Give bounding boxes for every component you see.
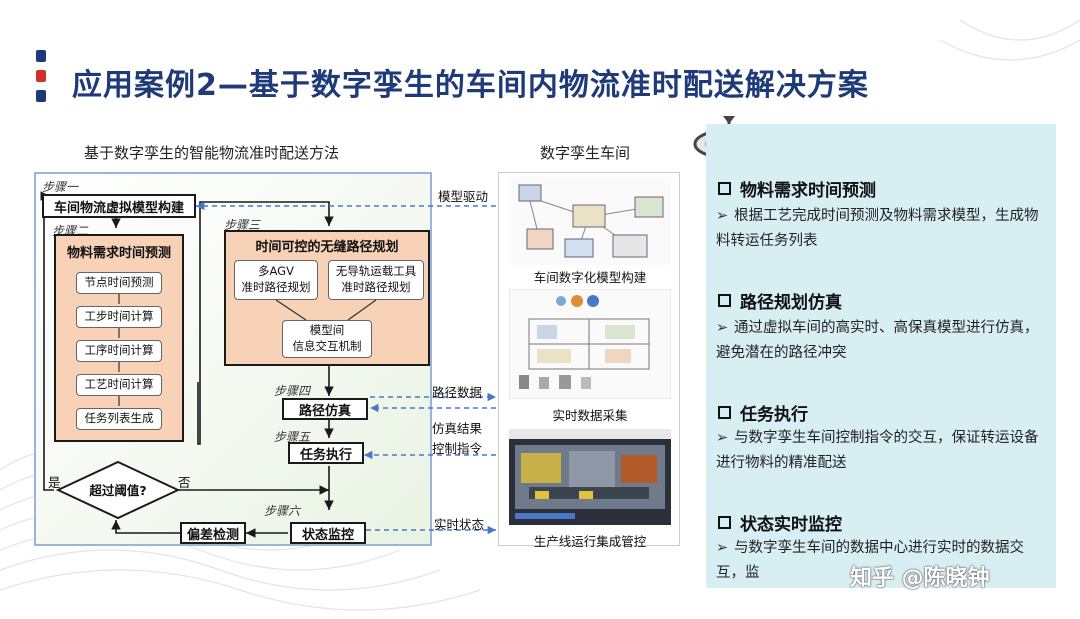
step5-label: 步骤五 <box>274 430 311 444</box>
summary-body: ➢与数字孪生车间的数据中心进行实时的数据交互，监 <box>716 536 1046 587</box>
twin-caption-2: 实时数据采集 <box>552 408 628 423</box>
summary-body: ➢通过虚拟车间的高实时、高保真模型进行仿真，避免潜在的路径冲突 <box>716 316 1046 367</box>
checkbox-square-icon <box>718 516 731 529</box>
link-control-cmd: 控制指令 <box>432 441 483 456</box>
decision-no-label: 否 <box>178 475 191 490</box>
summary-heading: 任务执行 <box>718 400 808 425</box>
step2-arrows <box>118 294 120 406</box>
decision-diamond <box>56 460 180 520</box>
step2-item: 工艺时间计算 <box>76 374 162 396</box>
twin-production-image <box>509 429 671 525</box>
twin-data-image <box>509 289 671 399</box>
step2-title: 物料需求时间预测 <box>66 246 171 261</box>
link-sim-result: 仿真结果 <box>432 421 483 436</box>
deviation-box: 偏差检测 <box>180 522 246 544</box>
left-caption: 基于数字孪生的智能物流准时配送方法 <box>84 144 340 162</box>
step2-item: 任务列表生成 <box>76 408 162 430</box>
twin-model-image <box>509 177 671 265</box>
summary-body: ➢根据工艺完成时间预测及物料需求模型，生成物料转运任务列表 <box>716 204 1046 255</box>
step6-label: 步骤六 <box>264 504 301 518</box>
checkbox-square-icon <box>718 182 731 195</box>
summary-heading: 物料需求时间预测 <box>718 176 876 201</box>
chevron-right-icon: ➢ <box>716 540 729 556</box>
link-path-data: 路径数据 <box>432 385 483 400</box>
step3-agv-box: 多AGV 准时路径规划 <box>234 260 318 300</box>
decision-text: 超过阈值? <box>89 483 147 498</box>
step2-item: 工序时间计算 <box>76 340 162 362</box>
summary-heading: 路径规划仿真 <box>718 288 842 313</box>
step4-label: 步骤四 <box>274 384 311 398</box>
right-summary-panel: 物料需求时间预测 ➢根据工艺完成时间预测及物料需求模型，生成物料转运任务列表 路… <box>706 124 1056 588</box>
flowchart-panel: 步骤一 车间物流虚拟模型构建 步骤二 物料需求时间预测 节点时间预测 工步时间计… <box>34 172 432 546</box>
step6-box: 状态监控 <box>290 522 366 544</box>
step3-title: 时间可控的无缝路径规划 <box>255 240 399 255</box>
twin-caption-3: 生产线运行集成管控 <box>533 534 647 549</box>
chevron-right-icon: ➢ <box>716 208 729 224</box>
step3-block: 时间可控的无缝路径规划 多AGV 准时路径规划 无导轨运载工具 准时路径规划 模… <box>224 230 430 366</box>
step1-box: 车间物流虚拟模型构建 <box>42 194 196 218</box>
checkbox-square-icon <box>718 294 731 307</box>
summary-body: ➢与数字孪生车间控制指令的交互，保证转运设备进行物料的精准配送 <box>716 426 1046 477</box>
step5-box: 任务执行 <box>288 442 364 464</box>
chevron-right-icon: ➢ <box>716 320 729 336</box>
link-realtime-status: 实时状态 <box>434 517 485 532</box>
digital-twin-panel: 车间数字化模型构建 实时数据采集 生产线运行集成管控 <box>498 172 680 549</box>
decision-yes-label: 是 <box>48 475 61 490</box>
center-caption: 数字孪生车间 <box>540 144 631 162</box>
step3-arrows <box>275 299 377 321</box>
title-accent-bar <box>36 50 46 102</box>
step4-box: 路径仿真 <box>282 398 368 420</box>
checkbox-square-icon <box>718 406 731 419</box>
watermark: 知乎 @陈晓钟 <box>850 566 990 591</box>
step3-trackless-box: 无导轨运载工具 准时路径规划 <box>328 260 424 300</box>
chevron-right-icon: ➢ <box>716 430 729 446</box>
step2-item: 节点时间预测 <box>76 272 162 294</box>
step2-block: 物料需求时间预测 节点时间预测 工步时间计算 工序时间计算 工艺时间计算 任务列… <box>54 234 184 442</box>
step1-label: 步骤一 <box>42 180 79 194</box>
step3-label: 步骤三 <box>224 218 261 232</box>
step3-interaction-box: 模型间 信息交互机制 <box>282 320 372 358</box>
summary-heading: 状态实时监控 <box>718 510 842 535</box>
step2-item: 工步时间计算 <box>76 306 162 328</box>
page-title: 应用案例2—基于数字孪生的车间内物流准时配送解决方案 <box>72 68 869 103</box>
twin-caption-1: 车间数字化模型构建 <box>533 270 647 285</box>
link-model-drive: 模型驱动 <box>438 189 489 204</box>
